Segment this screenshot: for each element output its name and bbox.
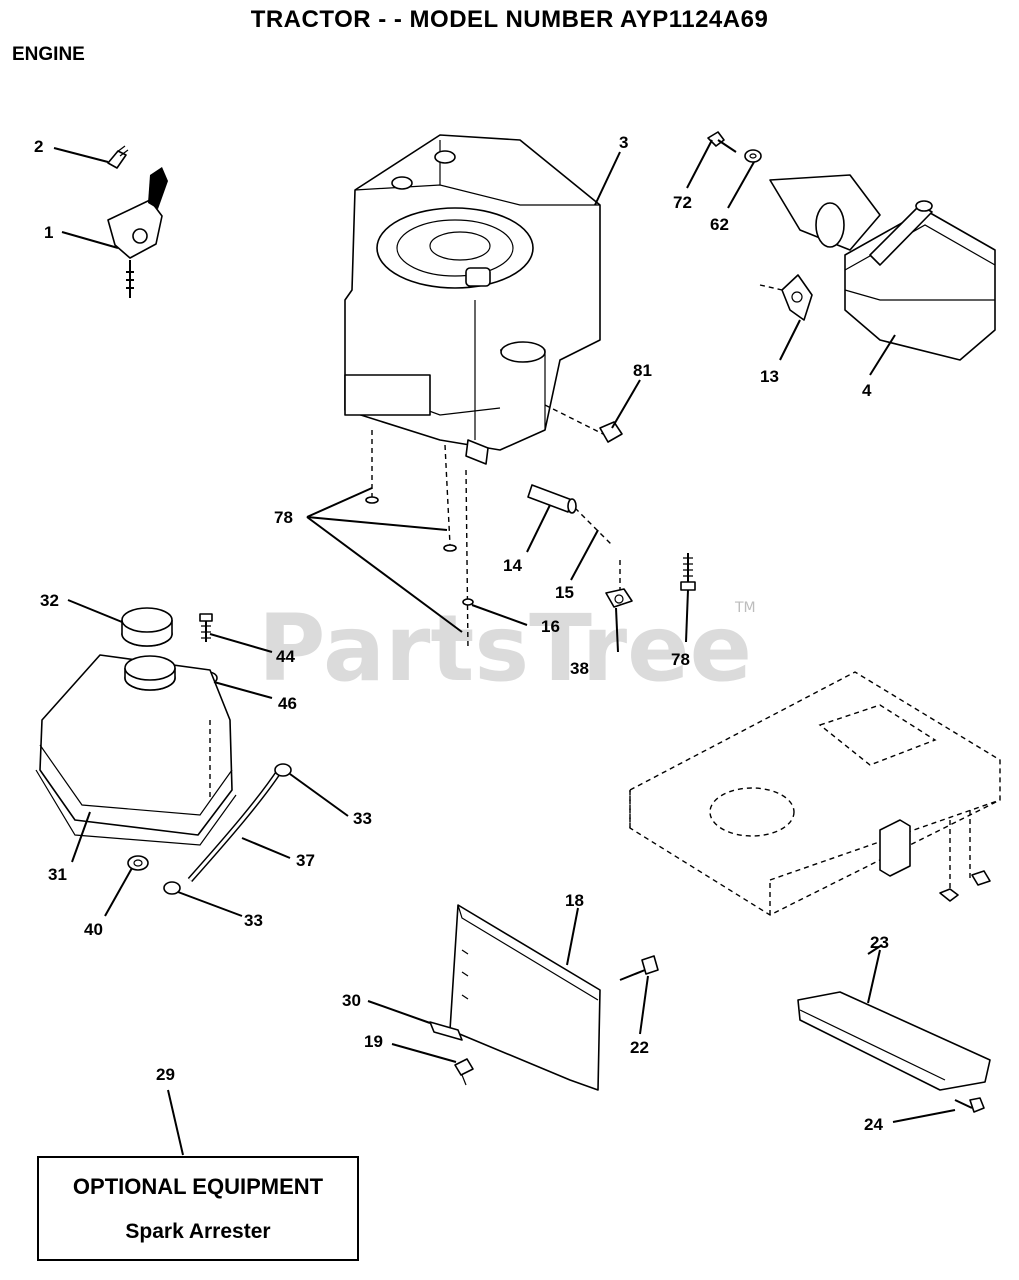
part-wing-bolt-22[interactable] bbox=[619, 955, 659, 981]
optional-equipment-box: OPTIONAL EQUIPMENT Spark Arrester bbox=[37, 1156, 359, 1261]
callout-23: 23 bbox=[870, 933, 889, 952]
frame-plate bbox=[629, 671, 1001, 916]
part-heat-shield-18[interactable] bbox=[449, 904, 601, 1091]
callout-1: 1 bbox=[44, 223, 53, 242]
callout-31: 31 bbox=[48, 865, 67, 884]
callout-15: 15 bbox=[555, 583, 574, 602]
callout-38: 38 bbox=[570, 659, 589, 678]
part-bolt-72[interactable] bbox=[707, 131, 737, 153]
part-clamp-33-top[interactable] bbox=[274, 763, 292, 777]
section-title: ENGINE bbox=[12, 44, 85, 65]
callout-24: 24 bbox=[864, 1115, 883, 1134]
callout-72: 72 bbox=[673, 193, 692, 212]
part-clip-30[interactable] bbox=[429, 1021, 463, 1041]
part-fuel-tank-31[interactable] bbox=[35, 654, 237, 846]
callout-46: 46 bbox=[278, 694, 297, 713]
callout-4: 4 bbox=[862, 381, 872, 400]
callout-33-bottom: 33 bbox=[244, 911, 263, 930]
leader-lines bbox=[53, 139, 956, 1156]
callout-19: 19 bbox=[364, 1032, 383, 1051]
page-title: TRACTOR - - MODEL NUMBER AYP1124A69 bbox=[250, 6, 769, 33]
part-bolt-2[interactable] bbox=[107, 145, 129, 169]
part-fuel-cap-32[interactable] bbox=[121, 607, 173, 647]
callout-3: 3 bbox=[619, 133, 628, 152]
callout-16: 16 bbox=[541, 617, 560, 636]
part-clamp-33-bottom[interactable] bbox=[163, 881, 181, 895]
optional-equipment-title: OPTIONAL EQUIPMENT bbox=[72, 1174, 324, 1199]
callout-2: 2 bbox=[34, 137, 43, 156]
part-fuel-line-37[interactable] bbox=[187, 768, 283, 882]
part-cover-plate-23[interactable] bbox=[797, 991, 991, 1091]
callout-29: 29 bbox=[156, 1065, 175, 1084]
part-muffler-4[interactable] bbox=[769, 174, 996, 361]
callout-14: 14 bbox=[503, 556, 522, 575]
callout-78-right: 78 bbox=[671, 650, 690, 669]
callout-13: 13 bbox=[760, 367, 779, 386]
callout-37: 37 bbox=[296, 851, 315, 870]
callout-33-top: 33 bbox=[353, 809, 372, 828]
part-grommet-40[interactable] bbox=[127, 855, 149, 871]
part-bolt-78-right[interactable] bbox=[680, 553, 696, 591]
part-washer-62[interactable] bbox=[744, 149, 762, 163]
part-engine-3[interactable] bbox=[344, 134, 601, 465]
callout-32: 32 bbox=[40, 591, 59, 610]
callout-44: 44 bbox=[276, 647, 295, 666]
watermark-text: PartsTree bbox=[258, 595, 752, 702]
callout-78-left: 78 bbox=[274, 508, 293, 527]
callout-30: 30 bbox=[342, 991, 361, 1010]
callout-18: 18 bbox=[565, 891, 584, 910]
callout-62: 62 bbox=[710, 215, 729, 234]
part-screw-44[interactable] bbox=[199, 613, 213, 642]
callout-81: 81 bbox=[633, 361, 652, 380]
spark-arrester-label: Spark Arrester bbox=[125, 1220, 271, 1243]
watermark-tm: TM bbox=[734, 600, 756, 616]
callout-40: 40 bbox=[84, 920, 103, 939]
part-nut-81[interactable] bbox=[599, 421, 623, 443]
callout-22: 22 bbox=[630, 1038, 649, 1057]
part-screw-24[interactable] bbox=[954, 1097, 985, 1113]
part-sleeve-14[interactable] bbox=[527, 484, 577, 514]
part-screw-19[interactable] bbox=[454, 1058, 474, 1086]
part-throttle-control-1[interactable] bbox=[107, 167, 168, 298]
part-gasket-13[interactable] bbox=[781, 274, 813, 321]
callout-labels: 2 1 3 72 62 13 4 81 78 14 15 16 38 78 32… bbox=[34, 133, 889, 1134]
part-nut-38[interactable] bbox=[605, 588, 633, 608]
